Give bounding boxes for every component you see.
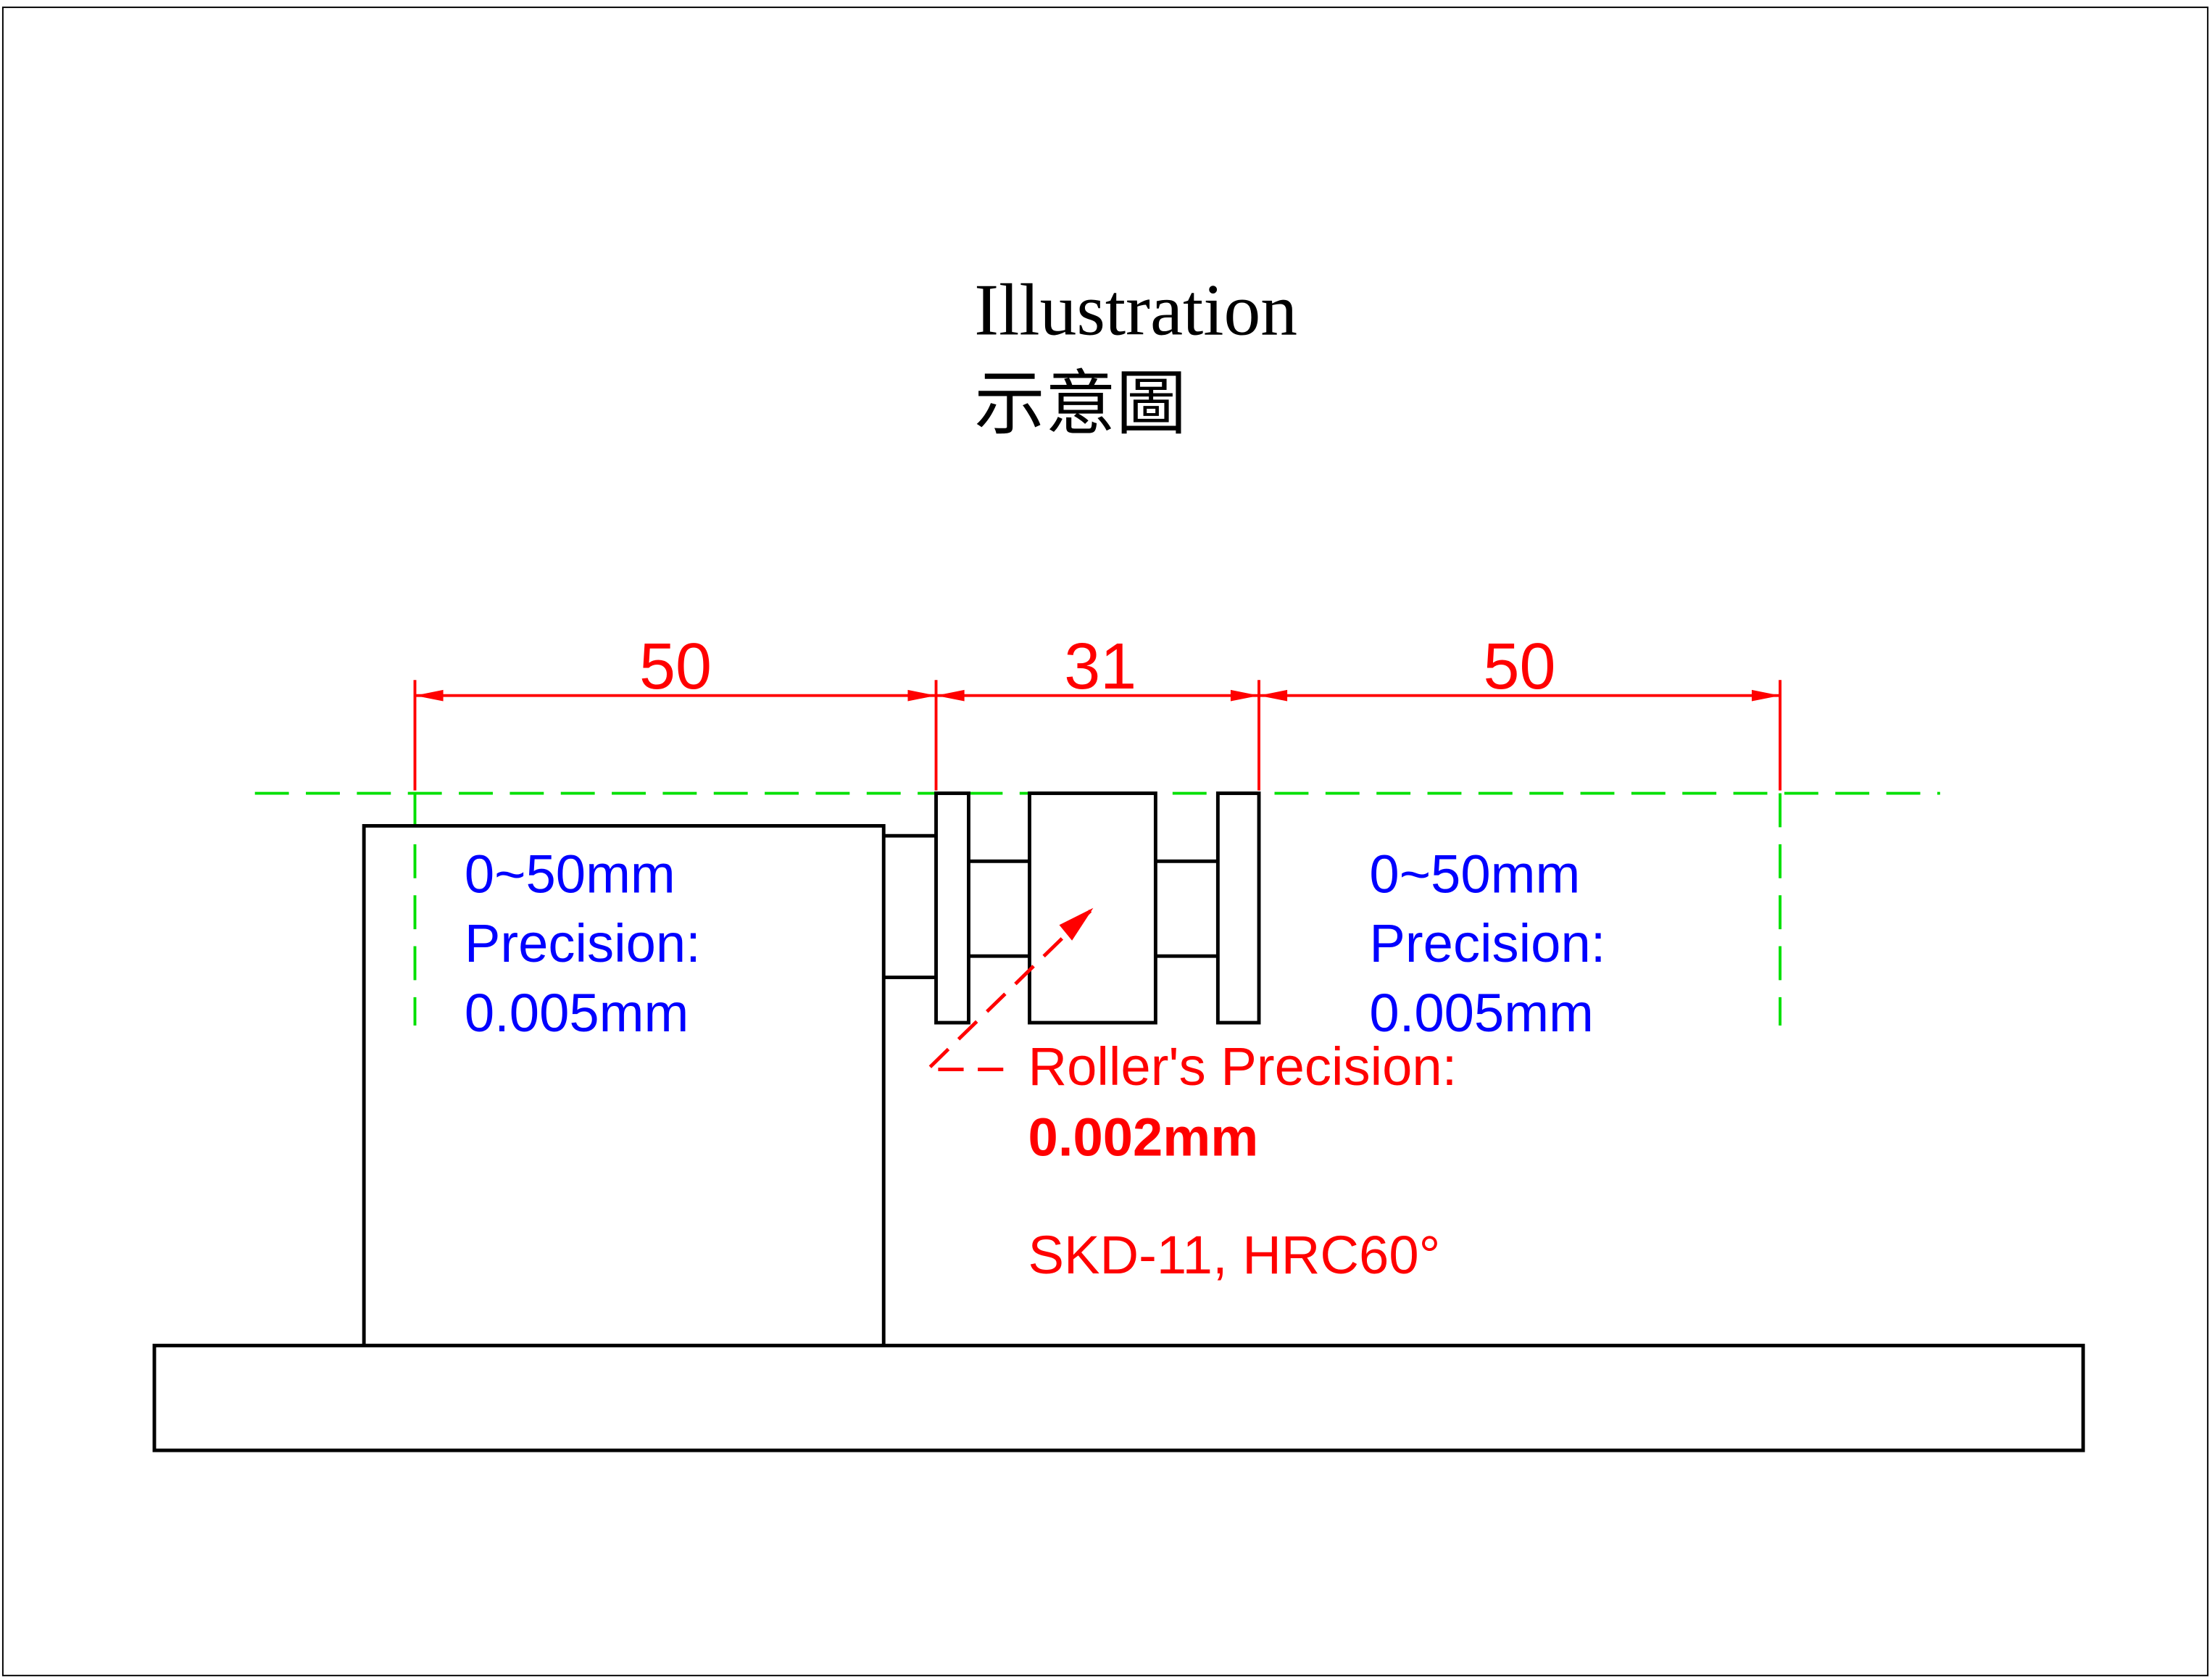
dimension-center: 31	[1064, 631, 1136, 703]
roller-precision-label: Roller's Precision:	[1028, 1036, 1458, 1097]
left-flange	[934, 791, 970, 1025]
right-flange	[1215, 791, 1261, 1025]
dimension-right: 50	[1484, 631, 1556, 703]
page-border	[1, 7, 2209, 1676]
roller-leader-arrow	[923, 907, 1094, 1071]
left-block	[362, 824, 886, 1347]
dimension-arrowheads	[415, 689, 1781, 702]
title-english: Illustration	[974, 268, 1297, 350]
machine-outline	[152, 791, 2085, 1452]
right-spec-range: 0~50mm	[1369, 844, 1580, 904]
left-spec-label: Precision:	[465, 913, 701, 973]
right-spec-value: 0.005mm	[1369, 983, 1593, 1043]
left-spec-range: 0~50mm	[465, 844, 675, 904]
roller	[1028, 791, 1157, 1025]
title-chinese: 示意圖	[974, 365, 1186, 444]
dimension-left: 50	[639, 631, 712, 703]
roller-precision-value: 0.002mm	[1028, 1107, 1259, 1168]
dimension-lines	[413, 680, 1782, 791]
left-spec-value: 0.005mm	[465, 983, 689, 1043]
roller-material: SKD-11, HRC60°	[1028, 1225, 1441, 1285]
base-plate	[152, 1344, 2085, 1452]
right-spec-label: Precision:	[1369, 913, 1605, 973]
